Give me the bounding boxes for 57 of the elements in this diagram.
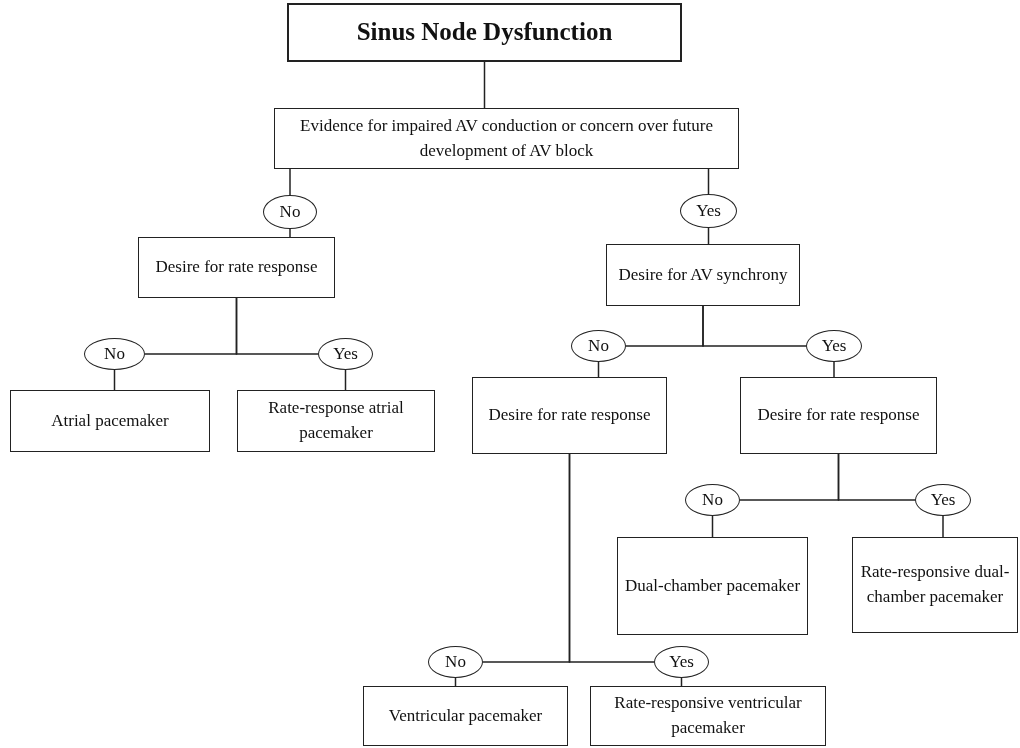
- node-text: Desire for rate response: [155, 256, 318, 279]
- connector-line: [702, 305, 807, 347]
- node-text: Evidence for impaired AV conduction or concern over future development of AV block: [299, 114, 714, 162]
- node-text: Rate-responsive ventricular pacemaker: [613, 692, 803, 739]
- answer-oval: [263, 195, 317, 229]
- answer-label: Yes: [821, 334, 847, 357]
- answer-label: No: [279, 200, 301, 223]
- decision-box: [472, 377, 667, 454]
- answer-oval: [685, 484, 740, 516]
- decision-box: [606, 244, 800, 306]
- node-text: Rate-response atrial pacemaker: [267, 397, 405, 444]
- connector-line: [483, 61, 486, 109]
- connector-line: [235, 297, 319, 355]
- connector-line: [568, 453, 655, 663]
- answer-oval: [680, 194, 737, 228]
- title-box: [287, 3, 682, 62]
- decision-box: [852, 537, 1018, 633]
- answer-label: No: [702, 488, 723, 511]
- node-text: Sinus Node Dysfunction: [356, 17, 613, 48]
- connector-line: [711, 515, 714, 538]
- decision-box: [363, 686, 568, 746]
- answer-oval: [84, 338, 145, 370]
- decision-box: [740, 377, 937, 454]
- node-text: Atrial pacemaker: [51, 409, 169, 432]
- connector-line: [833, 361, 835, 378]
- decision-box: [274, 108, 739, 169]
- answer-label: Yes: [696, 199, 721, 222]
- decision-box: [617, 537, 808, 635]
- answer-oval: [571, 330, 626, 362]
- node-text: Ventricular pacemaker: [388, 704, 543, 727]
- connector-line: [942, 515, 944, 538]
- connector-line: [289, 168, 291, 196]
- node-text: Desire for AV synchrony: [618, 263, 788, 286]
- connector-line: [289, 228, 291, 238]
- node-text: Desire for rate response: [488, 404, 651, 427]
- answer-label: No: [445, 650, 466, 673]
- decision-box: [590, 686, 826, 746]
- answer-oval: [806, 330, 862, 362]
- answer-label: No: [104, 342, 125, 365]
- node-text: Dual-chamber pacemaker: [624, 574, 801, 597]
- connector-line: [344, 369, 347, 391]
- answer-oval: [428, 646, 483, 678]
- connector-line: [113, 369, 116, 391]
- answer-label: Yes: [930, 488, 956, 511]
- answer-label: Yes: [333, 342, 358, 365]
- answer-label: Yes: [669, 650, 694, 673]
- connector-line: [707, 168, 710, 195]
- answer-oval: [915, 484, 971, 516]
- node-text: Desire for rate response: [757, 404, 920, 427]
- decision-box: [138, 237, 335, 298]
- node-text: Rate-responsive dual-chamber pacemaker: [859, 561, 1011, 608]
- decision-box: [237, 390, 435, 452]
- answer-oval: [318, 338, 373, 370]
- connector-line: [837, 453, 916, 501]
- decision-box: [10, 390, 210, 452]
- answer-label: No: [588, 334, 609, 357]
- answer-oval: [654, 646, 709, 678]
